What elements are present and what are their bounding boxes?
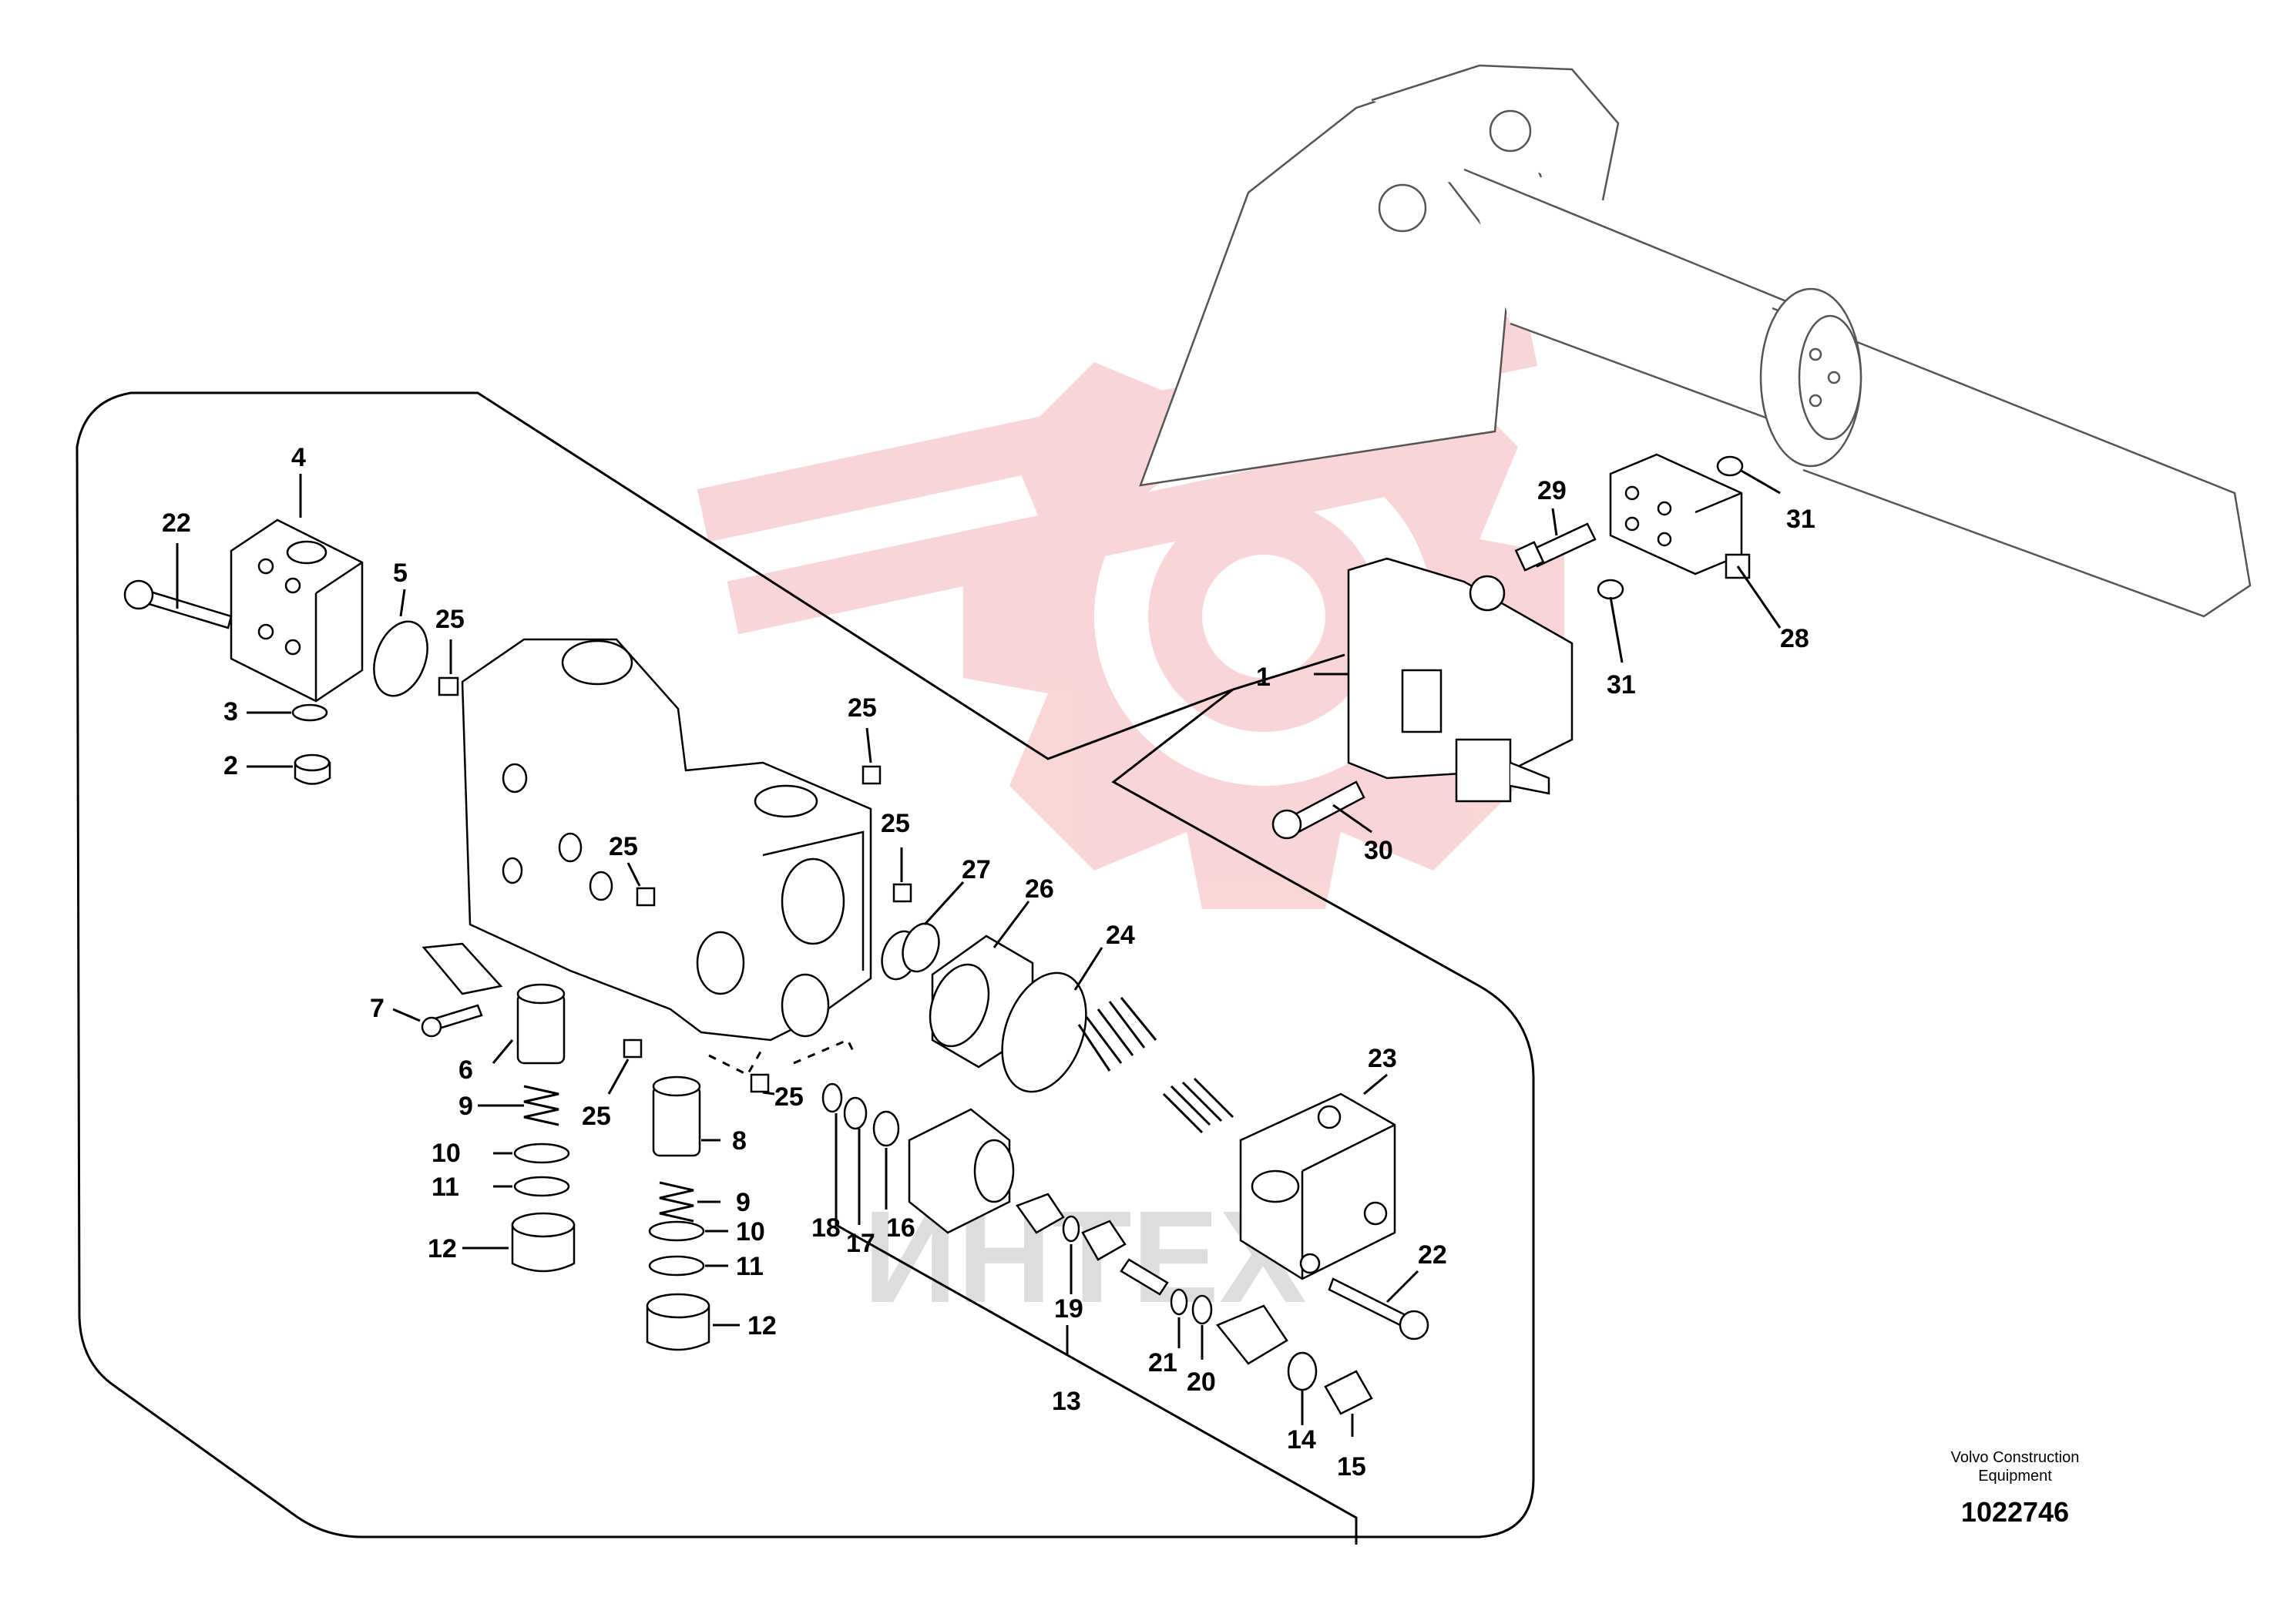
brand-line-2: Equipment (1978, 1468, 2052, 1485)
middle-spring-stack (646, 1075, 710, 1351)
callout-25-a: 25 (435, 605, 465, 634)
callout-20: 20 (1187, 1367, 1216, 1397)
callout-12-mid: 12 (747, 1311, 777, 1340)
callout-25-d: 25 (609, 832, 638, 861)
left-spring-stack (511, 983, 576, 1273)
diagram-footer: Volvo Construction Equipment 1022746 (1880, 1448, 2150, 1528)
bolt-30 (1271, 780, 1365, 840)
valve-block-assembly (1347, 557, 1574, 803)
callout-11-mid: 11 (736, 1252, 764, 1281)
callout-12-left: 12 (428, 1234, 457, 1263)
callout-31-bottom: 31 (1607, 670, 1636, 700)
callout-29: 29 (1537, 476, 1567, 505)
callout-13: 13 (1052, 1387, 1081, 1416)
callout-15: 15 (1337, 1452, 1366, 1481)
boom-outline (1139, 64, 2252, 618)
adapter-plate (1609, 453, 1751, 579)
callout-25-f: 25 (774, 1082, 804, 1112)
callout-24: 24 (1106, 921, 1135, 950)
bolt-29 (1514, 522, 1597, 572)
callout-22-right: 22 (1418, 1240, 1447, 1270)
callout-5: 5 (393, 559, 408, 588)
callout-2: 2 (223, 751, 238, 780)
callout-9-left: 9 (458, 1092, 473, 1121)
callout-17: 17 (846, 1229, 875, 1258)
callout-16: 16 (886, 1213, 915, 1243)
detail-enclosure (76, 391, 1535, 1538)
brand-line-1: Volvo Construction (1950, 1449, 2080, 1466)
cover-block-4 (230, 518, 364, 703)
callout-25-e: 25 (582, 1102, 611, 1131)
cartridge-assembly-13 (821, 1082, 1373, 1415)
document-number: 1022746 (1960, 1496, 2070, 1528)
bolt-22-left (123, 579, 233, 629)
callout-labels: 1 2 3 4 5 6 7 8 9 9 10 10 11 11 12 12 13… (162, 443, 1815, 1481)
callout-14: 14 (1287, 1425, 1316, 1455)
main-valve-housing (461, 638, 872, 1042)
callout-25-b: 25 (848, 693, 877, 723)
callout-10-left: 10 (432, 1139, 461, 1168)
callout-26: 26 (1025, 874, 1054, 904)
callout-3: 3 (223, 697, 238, 726)
callout-22-left: 22 (162, 508, 191, 538)
callout-1: 1 (1256, 663, 1271, 692)
callout-30: 30 (1364, 836, 1393, 865)
callout-6: 6 (458, 1055, 473, 1085)
callout-7: 7 (370, 994, 385, 1023)
callout-27: 27 (962, 855, 991, 884)
callout-4: 4 (291, 443, 306, 472)
callout-25-c: 25 (881, 809, 910, 838)
callout-21: 21 (1148, 1348, 1177, 1377)
callout-28: 28 (1780, 624, 1809, 653)
callout-10-mid: 10 (736, 1217, 765, 1247)
bolt-22-right (1328, 1277, 1429, 1340)
callout-8: 8 (732, 1126, 747, 1156)
callout-11-left: 11 (432, 1173, 459, 1202)
callout-23: 23 (1368, 1044, 1397, 1073)
callout-9-mid: 9 (736, 1188, 751, 1217)
end-cover-23 (1239, 1092, 1396, 1280)
callout-19: 19 (1054, 1294, 1083, 1324)
callout-31-top: 31 (1786, 505, 1815, 534)
callout-18: 18 (811, 1213, 841, 1243)
